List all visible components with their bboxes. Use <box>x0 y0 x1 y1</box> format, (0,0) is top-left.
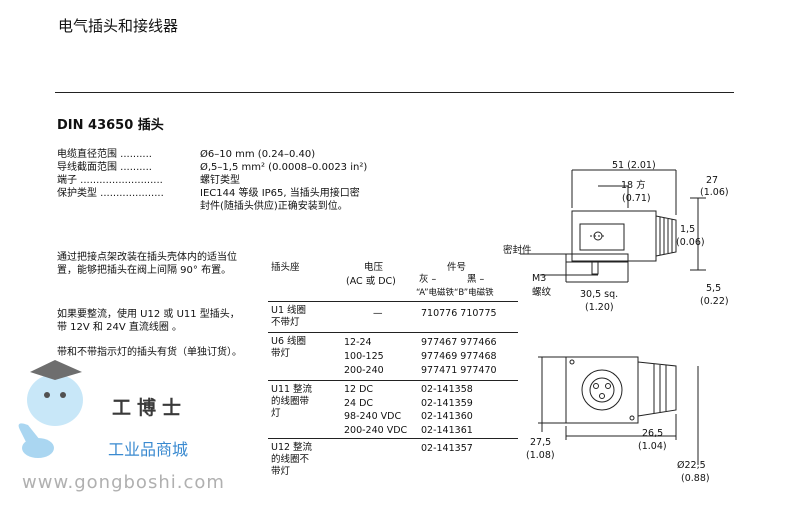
divider <box>55 92 734 93</box>
dim-depth: 27,5 <box>530 437 552 448</box>
spec-list: 电缆直径范围 .......... Ø6–10 mm (0.24–0.40) 导… <box>57 148 387 218</box>
spec-label: 电缆直径范围 .......... <box>57 149 152 160</box>
table-cell-voltage: 200-240 <box>344 365 384 376</box>
table-cell-part: 02-141360 <box>421 411 473 422</box>
cable-gland-front <box>637 361 677 417</box>
dim-square-base-in: (1.20) <box>585 302 614 313</box>
dim-length: 26,5 <box>642 428 664 439</box>
table-cell-type: U11 整流 的线圈带 灯 <box>271 384 313 419</box>
page-title: 电气插头和接线器 <box>58 17 179 35</box>
table-header-black: 黑 – <box>467 274 485 285</box>
spec-value: Ø,5–1,5 mm² (0.0008–0.0023 in²) <box>200 162 368 173</box>
table-cell-voltage: 24 DC <box>344 398 374 409</box>
dim-depth-in: (1.08) <box>526 450 555 461</box>
table-cell-part: 977467 977466 <box>421 337 497 348</box>
table-rule <box>268 301 518 302</box>
cable-gland <box>655 215 677 257</box>
table-header-voltage: 电压 <box>364 262 384 273</box>
connector-body-front <box>565 356 639 424</box>
connector-body-side <box>571 210 657 262</box>
table-cell-part: 02-141357 <box>421 443 473 454</box>
table-cell-voltage: 12-24 <box>344 337 372 348</box>
note-paragraph: 带和不带指示灯的插头有货（单独订货）。 <box>57 347 242 358</box>
watermark-brand: 工博士 <box>112 397 188 419</box>
dim-square-in: (0.71) <box>622 193 651 204</box>
note-paragraph: 通过把接点架改装在插头壳体内的适当位置，能够把插头在阀上间隔 90° 布置。 <box>57 252 237 276</box>
watermark-url: www.gongboshi.com <box>22 472 225 493</box>
terminal-block <box>581 369 623 411</box>
spec-label: 保护类型 .................... <box>57 188 164 199</box>
spec-value: 封件(随插头供应)正确安装到位。 <box>200 201 348 212</box>
table-rule <box>268 380 518 381</box>
dim-height: 27 <box>706 175 719 186</box>
dim-diameter-in: (0.88) <box>681 473 710 484</box>
table-cell-part: 02-141359 <box>421 398 473 409</box>
note-paragraph: 如果要整流，使用 U12 或 U11 型插头，带 12V 和 24V 直流线圈 … <box>57 309 240 333</box>
spec-value: IEC144 等级 IP65, 当插头用接口密 <box>200 188 360 199</box>
label-thread: 螺纹 <box>532 287 552 298</box>
table-cell-voltage: 200-240 VDC <box>344 425 408 436</box>
table-rule <box>268 332 518 333</box>
table-header-grey: 灰 – <box>419 274 437 285</box>
table-cell-type: U1 线圈 不带灯 <box>271 305 307 328</box>
spec-value: Ø6–10 mm (0.24–0.40) <box>200 149 316 160</box>
dim-width: 51 (2.01) <box>612 160 656 171</box>
dim-height-in: (1.06) <box>700 187 729 198</box>
dim-offset: 1,5 <box>680 224 696 235</box>
dim-length-in: (1.04) <box>638 441 667 452</box>
table-cell-part: 02-141361 <box>421 425 473 436</box>
table-cell-part: 977471 977470 <box>421 365 497 376</box>
table-cell-type: U6 线圈 带灯 <box>271 336 307 359</box>
dim-diameter: Ø22,5 <box>677 460 706 471</box>
dim-offset-in: (0.06) <box>676 237 705 248</box>
table-cell-voltage: 12 DC <box>344 384 374 395</box>
section-title: DIN 43650 插头 <box>57 118 164 133</box>
spec-label: 导线截面范围 .......... <box>57 162 152 173</box>
spec-value: 螺钉类型 <box>200 175 240 186</box>
table-header-solenoid: “A”电磁铁“B”电磁铁 <box>416 288 494 298</box>
label-seal: 密封件 <box>503 245 532 256</box>
table-cell-part: 977469 977468 <box>421 351 497 362</box>
dim-square: 18 方 <box>621 180 646 191</box>
table-cell-type: U12 整流 的线圈不 带灯 <box>271 442 313 477</box>
table-cell-part: 710776 710775 <box>421 308 497 319</box>
spec-label: 端子 .......................... <box>57 175 163 186</box>
watermark-mall: 工业品商城 <box>108 440 189 459</box>
table-rule <box>268 438 518 439</box>
label-m3: M3 <box>532 273 547 284</box>
dim-pin: 5,5 <box>706 283 722 294</box>
table-cell-voltage: — <box>373 308 383 319</box>
table-header-part: 件号 <box>447 262 467 273</box>
table-cell-part: 02-141358 <box>421 384 473 395</box>
dim-square-base: 30,5 sq. <box>580 289 619 300</box>
table-header-voltage-sub: (AC 或 DC) <box>346 276 396 287</box>
dim-pin-in: (0.22) <box>700 296 729 307</box>
table-header-type: 插头座 <box>271 262 300 273</box>
table-cell-voltage: 98-240 VDC <box>344 411 402 422</box>
table-cell-voltage: 100-125 <box>344 351 384 362</box>
